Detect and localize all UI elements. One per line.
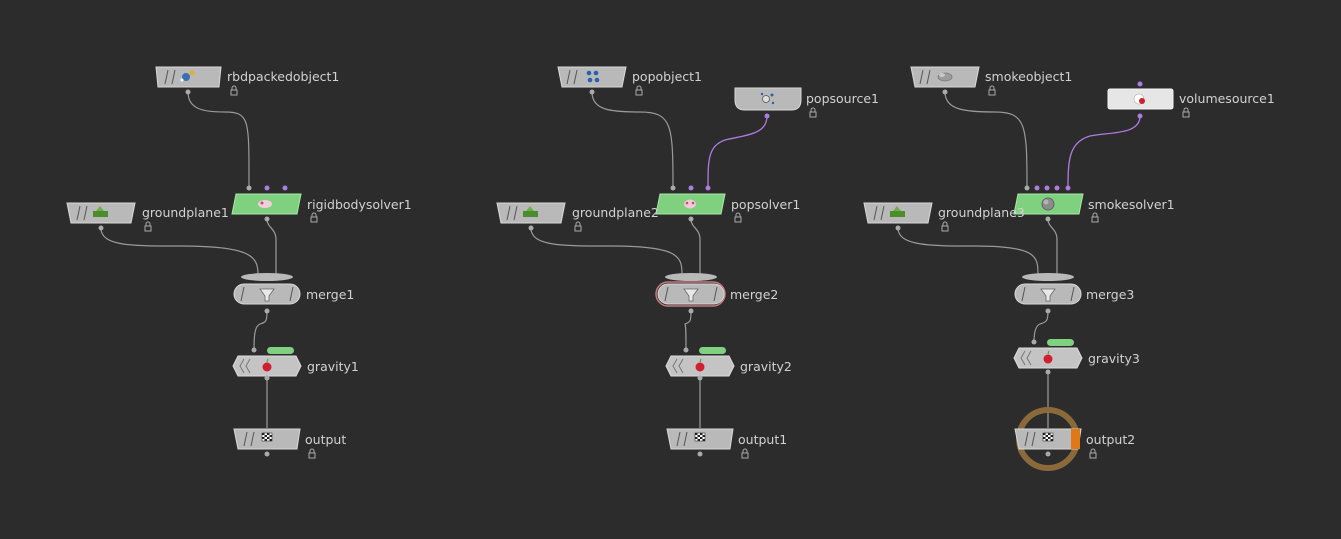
node-groundplane2[interactable]: groundplane2 <box>496 202 659 232</box>
lock-icon <box>635 85 643 96</box>
volume-source-icon <box>1133 93 1145 105</box>
node-groundplane3[interactable]: groundplane3 <box>863 202 1025 232</box>
node-rigidbodysolver1[interactable]: rigidbodysolver1 <box>231 185 412 223</box>
node-label: output2 <box>1086 432 1135 447</box>
wire-solver1-to-merge1[interactable] <box>266 218 277 274</box>
node-label: smokeobject1 <box>985 69 1072 84</box>
wire-groundplane2-to-merge2[interactable] <box>530 227 683 275</box>
node-label: merge3 <box>1086 287 1134 302</box>
node-output1[interactable]: output1 <box>666 428 787 459</box>
node-volumesource1[interactable]: volumesource1 <box>1107 81 1275 119</box>
gravity-apple-icon <box>262 358 272 372</box>
node-label: smokesolver1 <box>1088 197 1175 212</box>
ground-plane-icon <box>523 206 538 217</box>
node-popobject1[interactable]: popobject1 <box>557 66 702 96</box>
ground-plane-icon <box>93 206 108 217</box>
wire-solver3-to-merge3[interactable] <box>1047 218 1058 274</box>
node-label: rbdpackedobject1 <box>227 69 339 84</box>
checkered-flag-icon <box>1042 432 1054 442</box>
bypass-flag[interactable] <box>267 347 294 354</box>
wire-merge3-to-gravity3[interactable] <box>1033 310 1049 343</box>
node-label: merge2 <box>730 287 778 302</box>
wires <box>100 91 1058 428</box>
lock-icon <box>988 85 996 96</box>
lock-icon <box>941 221 949 232</box>
pop-source-icon <box>760 92 775 105</box>
node-popsource1[interactable]: popsource1 <box>734 87 879 119</box>
lock-icon <box>230 85 238 96</box>
checkered-flag-icon <box>694 432 706 442</box>
node-rbdpackedobject1[interactable]: rbdpackedobject1 <box>155 66 339 96</box>
node-label: popsolver1 <box>731 197 800 212</box>
wire-solver2-to-merge2[interactable] <box>690 218 701 274</box>
wire-smokeobject-to-solver3[interactable] <box>944 91 1028 189</box>
lock-icon <box>144 221 152 232</box>
node-label: rigidbodysolver1 <box>307 197 412 212</box>
rbd-packed-object-icon <box>180 70 195 82</box>
bypass-flag[interactable] <box>699 347 726 354</box>
node-label: groundplane2 <box>572 205 659 220</box>
node-gravity2[interactable]: gravity2 <box>665 347 792 381</box>
wire-rbdpacked-to-solver1[interactable] <box>187 91 250 189</box>
checkered-flag-icon <box>261 432 273 442</box>
node-label: popobject1 <box>632 69 702 84</box>
lock-icon <box>308 448 316 459</box>
lock-icon <box>734 212 742 223</box>
selection-highlight <box>655 281 726 307</box>
node-label: output1 <box>738 432 787 447</box>
wire-groundplane1-to-merge1[interactable] <box>100 227 259 275</box>
lock-icon <box>741 448 749 459</box>
merge-funnel-icon <box>683 288 699 302</box>
wire-merge2-to-gravity2[interactable] <box>684 310 692 351</box>
node-gravity1[interactable]: gravity1 <box>232 347 359 381</box>
node-label: popsource1 <box>806 91 879 106</box>
node-label: volumesource1 <box>1179 91 1275 106</box>
display-flag[interactable] <box>1071 429 1080 449</box>
merge-funnel-icon <box>259 288 275 302</box>
gravity-apple-icon <box>695 358 705 372</box>
lock-icon <box>1182 107 1190 118</box>
node-label: gravity3 <box>1088 351 1140 366</box>
lock-icon <box>310 212 318 223</box>
wire-groundplane3-to-merge3[interactable] <box>897 227 1039 275</box>
wire-popobject-to-solver2[interactable] <box>591 91 674 189</box>
bypass-flag[interactable] <box>1047 339 1074 346</box>
smoke-solver-icon <box>1041 197 1055 211</box>
node-merge1[interactable]: merge1 <box>233 273 354 314</box>
lock-icon <box>1091 212 1099 223</box>
wire-popsource-to-solver2[interactable] <box>707 115 768 189</box>
node-label: merge1 <box>306 287 354 302</box>
node-label: groundplane1 <box>142 205 229 220</box>
node-gravity3[interactable]: gravity3 <box>1013 339 1140 375</box>
pop-object-icon <box>586 70 600 83</box>
node-label: output <box>305 432 346 447</box>
node-merge2[interactable]: merge2 <box>655 273 778 314</box>
lock-icon <box>1089 448 1097 459</box>
ground-plane-icon <box>890 206 905 217</box>
smoke-object-icon <box>937 72 953 82</box>
lock-icon <box>809 107 817 118</box>
node-label: gravity1 <box>307 359 359 374</box>
gravity-apple-icon <box>1043 350 1053 364</box>
node-popsolver1[interactable]: popsolver1 <box>655 185 800 223</box>
purple-wires <box>707 115 1141 189</box>
node-smokesolver1[interactable]: smokesolver1 <box>1013 185 1175 223</box>
node-label: groundplane3 <box>938 205 1025 220</box>
wire-merge1-to-gravity1[interactable] <box>253 310 268 351</box>
node-groundplane1[interactable]: groundplane1 <box>66 202 229 232</box>
node-output2[interactable]: output2 <box>1014 407 1135 471</box>
node-smokeobject1[interactable]: smokeobject1 <box>910 66 1072 96</box>
pop-solver-icon <box>684 199 696 209</box>
merge-funnel-icon <box>1040 288 1056 302</box>
node-merge3[interactable]: merge3 <box>1014 273 1134 314</box>
lock-icon <box>574 221 582 232</box>
rigid-body-solver-icon <box>258 200 272 208</box>
node-output[interactable]: output <box>233 428 346 459</box>
node-label: gravity2 <box>740 359 792 374</box>
wire-volumesource-to-solver3[interactable] <box>1067 115 1141 189</box>
